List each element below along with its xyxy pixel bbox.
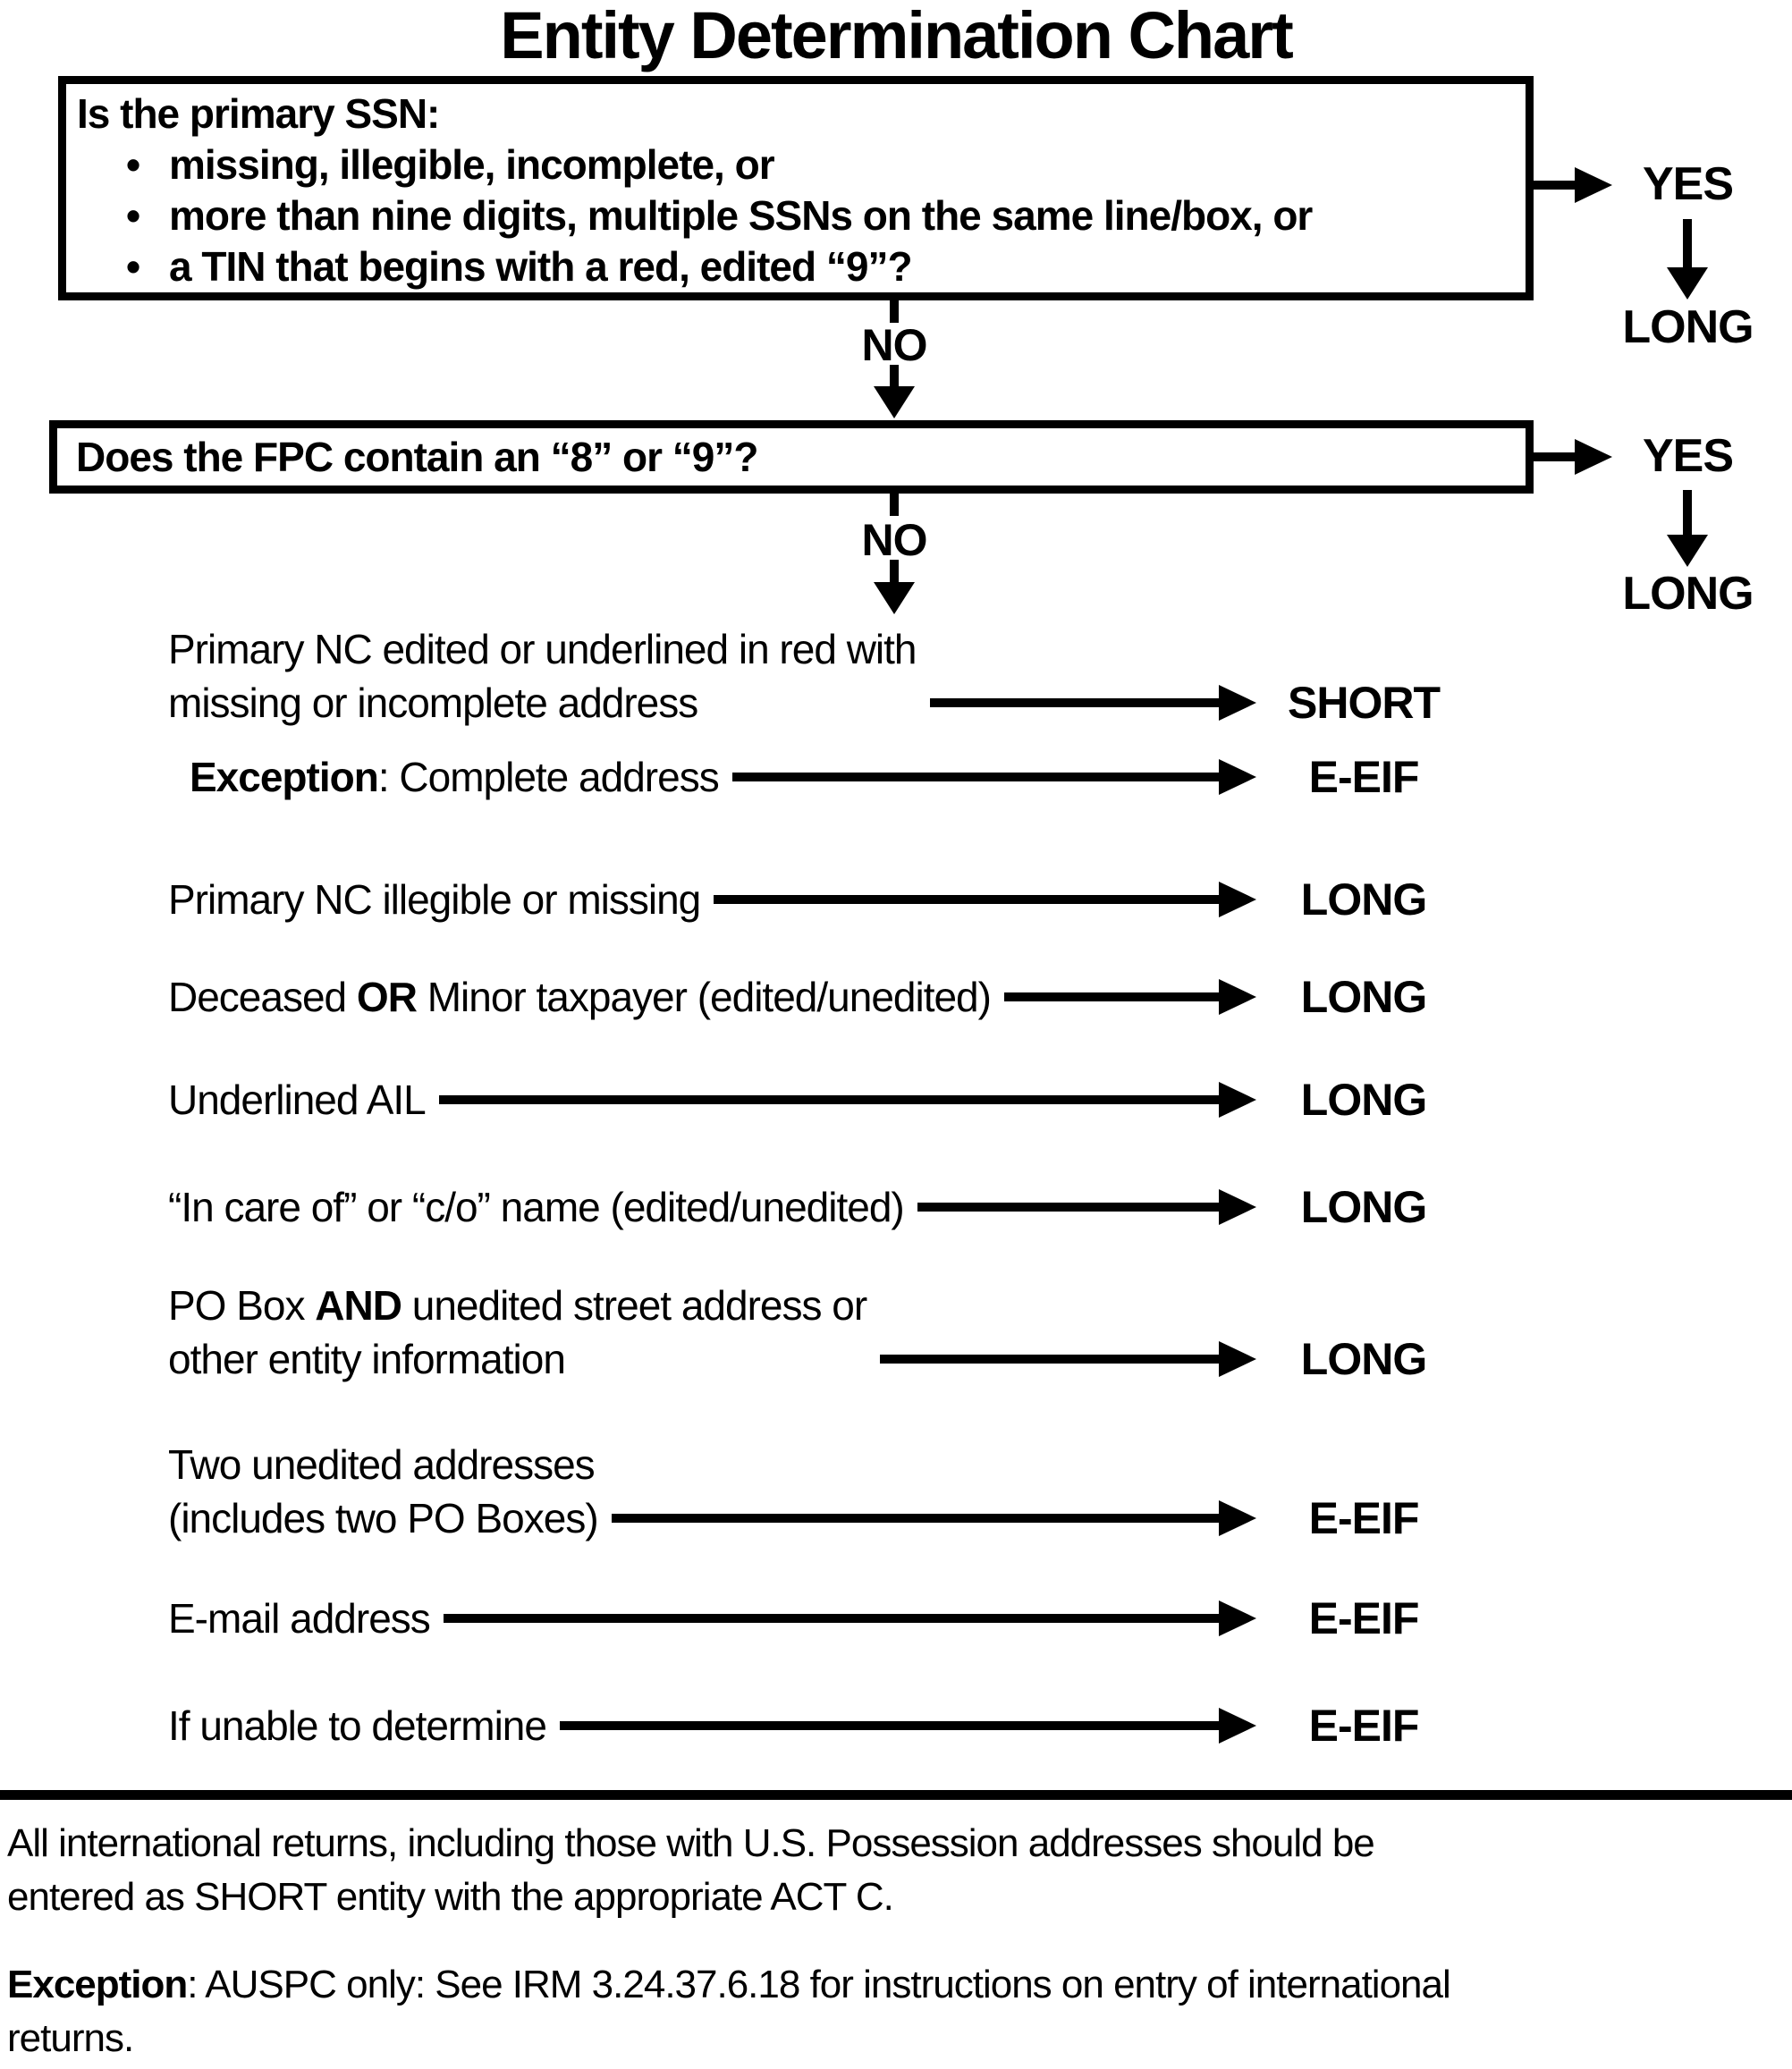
outcome-label: E-EIF [1308, 1493, 1420, 1543]
decision-row: “In care of” or “c/o” name (edited/unedi… [168, 1180, 1458, 1234]
arrow-down-icon [1667, 490, 1708, 567]
arrow-line [1534, 181, 1575, 190]
outcome-label: LONG [1300, 1182, 1427, 1232]
decision-row: PO Box AND unedited street address or ot… [168, 1279, 1458, 1386]
decision-row: Deceased OR Minor taxpayer (edited/unedi… [168, 970, 1458, 1024]
condition-label: Deceased OR Minor taxpayer (edited/unedi… [168, 974, 992, 1020]
decision-row: Exception: Complete address E-EIF [168, 750, 1458, 804]
arrow-head [874, 582, 915, 614]
decision-row: If unable to determine E-EIF [168, 1699, 1458, 1752]
arrow-line [1534, 452, 1575, 461]
bullet-item: missing, illegible, incomplete, or [77, 139, 1517, 190]
arrow-right-icon [714, 873, 1256, 926]
condition-label: Underlined AIL [168, 1077, 427, 1123]
footer-note-international: All international returns, including tho… [7, 1821, 1375, 1919]
question-box-fpc: Does the FPC contain an “8” or “9”? [49, 420, 1534, 494]
arrow-head [1575, 439, 1612, 475]
outcome-label: LONG [1300, 972, 1427, 1022]
section-divider [0, 1790, 1792, 1800]
outcome-label: LONG [1300, 1075, 1427, 1125]
condition-label: E-mail address [168, 1595, 431, 1642]
outcome-label: LONG [1300, 1334, 1427, 1384]
outcome-label: E-EIF [1308, 752, 1420, 802]
question-text: Is the primary SSN: [77, 90, 440, 137]
arrow-right-icon [917, 1180, 1256, 1234]
question-box-primary-ssn: Is the primary SSN: missing, illegible, … [58, 76, 1534, 300]
outcome-label: SHORT [1288, 678, 1441, 728]
outcome-label: E-EIF [1308, 1701, 1420, 1751]
no-label: NO [861, 515, 928, 565]
condition-label: “In care of” or “c/o” name (edited/unedi… [168, 1184, 905, 1230]
decision-row: Primary NC illegible or missing LONG [168, 873, 1458, 926]
arrow-right-icon [438, 1073, 1256, 1127]
arrow-right-icon [1003, 970, 1256, 1024]
arrow-down-icon [874, 365, 915, 418]
arrow-right-icon [559, 1699, 1256, 1752]
yes-label: YES [1642, 430, 1734, 482]
arrow-right-icon [929, 676, 1256, 730]
arrow-line [890, 560, 899, 582]
condition-label: Two unedited addresses (includes two PO … [168, 1441, 599, 1541]
decision-row: Primary NC edited or underlined in red w… [168, 622, 1458, 730]
decision-row: Underlined AIL LONG [168, 1073, 1458, 1127]
arrow-right-icon [1534, 165, 1612, 205]
bullet-item: a TIN that begins with a red, edited “9”… [77, 241, 1517, 292]
arrow-right-icon [731, 750, 1256, 804]
condition-label: If unable to determine [168, 1702, 547, 1749]
no-label: NO [861, 320, 928, 370]
arrow-line [890, 365, 899, 386]
bullet-item: more than nine digits, multiple SSNs on … [77, 190, 1517, 241]
arrow-head [1667, 267, 1708, 300]
arrow-right-icon [1534, 437, 1612, 477]
yes-label: YES [1642, 158, 1734, 210]
result-long-label: LONG [1622, 568, 1754, 620]
arrow-head [1667, 535, 1708, 567]
page-title: Entity Determination Chart [500, 0, 1293, 72]
arrow-down-icon [1667, 219, 1708, 300]
arrow-right-icon [611, 1491, 1256, 1545]
decision-row: E-mail address E-EIF [168, 1592, 1458, 1645]
condition-label: PO Box AND unedited street address or ot… [168, 1282, 867, 1382]
decision-row: Two unedited addresses (includes two PO … [168, 1438, 1458, 1545]
arrow-head [1575, 167, 1612, 203]
arrow-line [1683, 490, 1692, 535]
condition-label: Primary NC edited or underlined in red w… [168, 626, 917, 726]
arrow-right-icon [443, 1592, 1256, 1645]
connector-line [890, 300, 899, 323]
outcome-label: E-EIF [1308, 1593, 1420, 1643]
condition-label: Exception: Complete address [190, 754, 720, 800]
question-text: Does the FPC contain an “8” or “9”? [76, 434, 758, 480]
arrow-line [1683, 219, 1692, 267]
arrow-head [874, 386, 915, 418]
arrow-right-icon [880, 1332, 1256, 1386]
result-long-label: LONG [1622, 301, 1754, 353]
arrow-down-icon [874, 560, 915, 614]
condition-label: Primary NC illegible or missing [168, 876, 701, 923]
bullet-list: missing, illegible, incomplete, or more … [77, 139, 1517, 292]
connector-line [890, 494, 899, 516]
outcome-label: LONG [1300, 874, 1427, 925]
footer-note-exception: Exception: AUSPC only: See IRM 3.24.37.6… [7, 1963, 1451, 2060]
